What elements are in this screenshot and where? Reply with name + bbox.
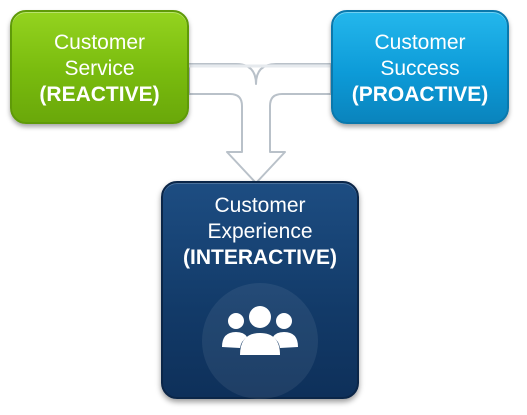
experience-title-line1: Customer <box>214 194 306 217</box>
experience-type-label: (INTERACTIVE) <box>183 246 337 269</box>
service-title-line1: Customer <box>53 31 146 54</box>
success-title-line1: Customer <box>374 31 466 54</box>
customer-experience-box: Customer Experience (INTERACTIVE) <box>161 181 359 399</box>
icon-badge <box>202 283 318 399</box>
service-title-line2: Service <box>64 57 135 80</box>
customer-service-box: Customer Service (REACTIVE) <box>10 10 189 124</box>
success-title-line2: Success <box>380 57 460 80</box>
service-type-label: (REACTIVE) <box>39 83 160 106</box>
customer-success-box: Customer Success (PROACTIVE) <box>331 10 509 124</box>
success-type-label: (PROACTIVE) <box>351 83 489 106</box>
experience-title-line2: Experience <box>207 220 313 243</box>
people-group-icon <box>222 306 298 355</box>
